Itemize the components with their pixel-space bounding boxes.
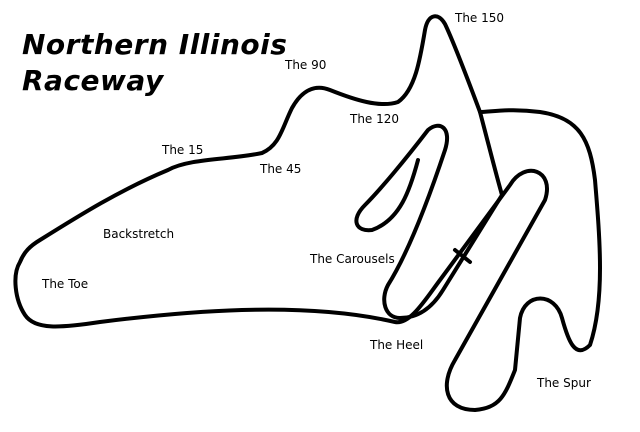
track-outline bbox=[13, 14, 602, 412]
map-title-line-1: Northern Illinois bbox=[22, 28, 288, 61]
label-the-150: The 150 bbox=[454, 11, 504, 25]
label-the-toe: The Toe bbox=[41, 277, 88, 291]
label-the-heel: The Heel bbox=[369, 338, 423, 352]
label-backstretch: Backstretch bbox=[103, 227, 174, 241]
label-the-15: The 15 bbox=[161, 143, 203, 157]
label-the-carousels: The Carousels bbox=[309, 252, 395, 266]
label-the-90: The 90 bbox=[284, 58, 326, 72]
label-the-120: The 120 bbox=[349, 112, 399, 126]
start-finish-line bbox=[453, 248, 472, 264]
map-title-line-2: Raceway bbox=[22, 64, 164, 97]
carousel-loop bbox=[354, 110, 504, 320]
label-the-45: The 45 bbox=[259, 162, 301, 176]
label-the-spur: The Spur bbox=[536, 376, 591, 390]
